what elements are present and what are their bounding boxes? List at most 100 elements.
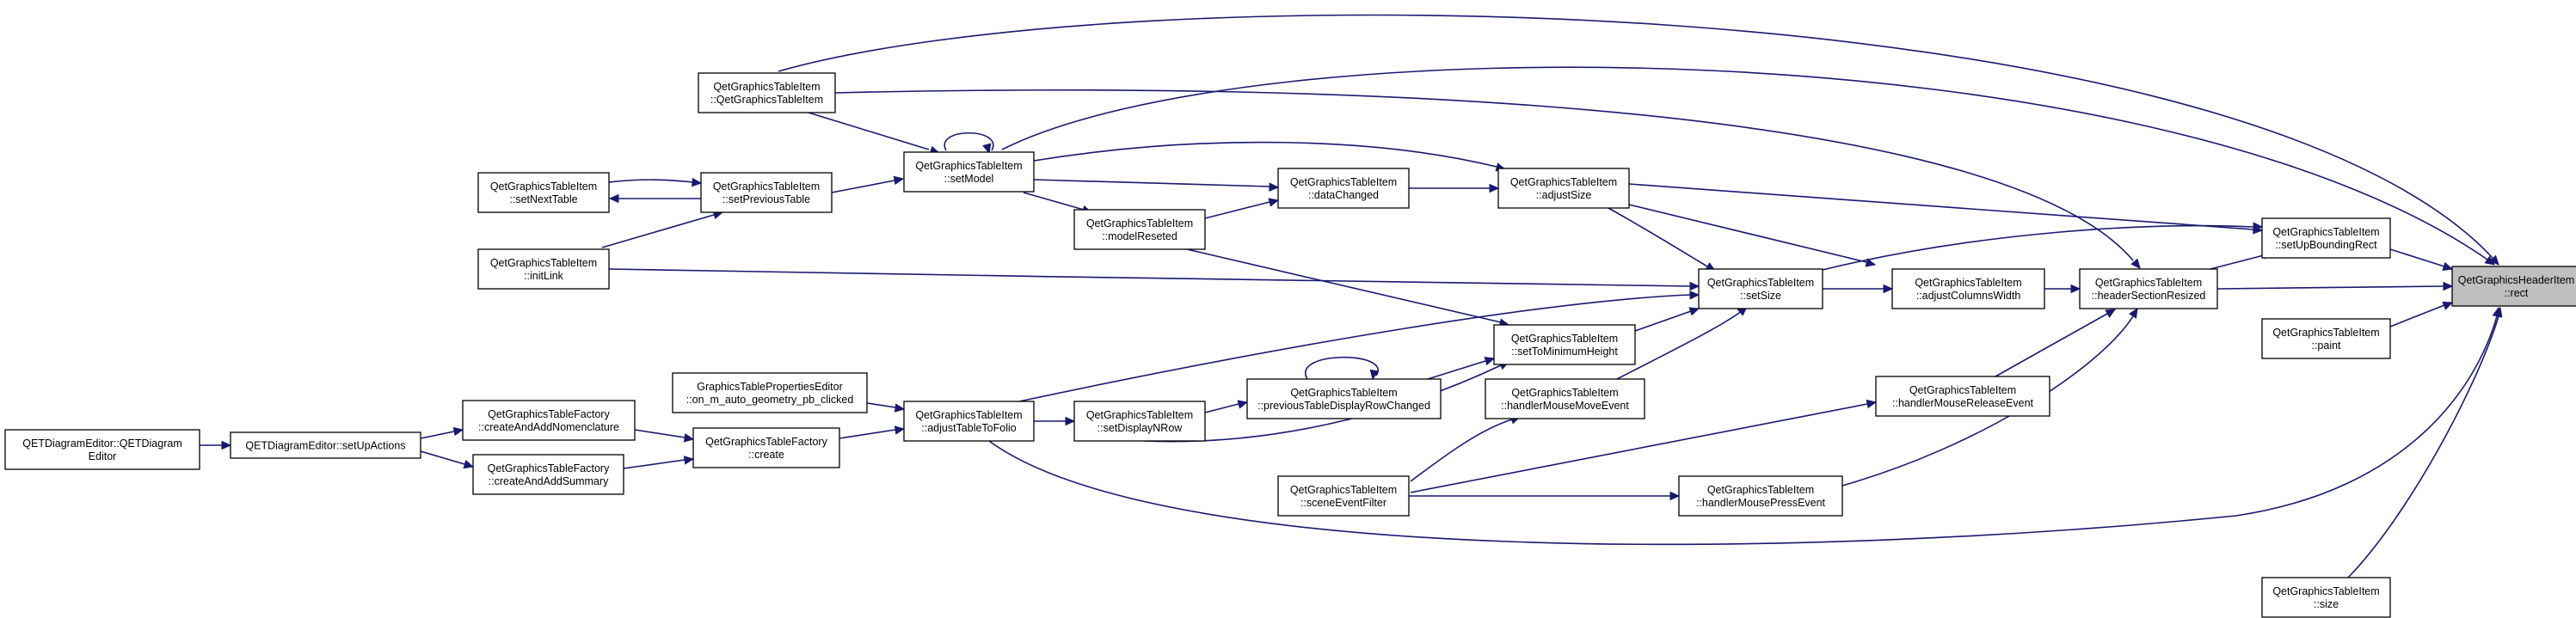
node-onAutoGeometry[interactable]: GraphicsTablePropertiesEditor::on_m_auto… [672,372,868,413]
arrowhead-icon [2128,307,2138,319]
arrowhead-icon [2070,284,2081,294]
node-box [4,429,200,470]
node-box [1891,268,2045,309]
node-adjustSize[interactable]: QetGraphicsTableItem::adjustSize [1497,168,1630,209]
arrowhead-icon [2442,261,2454,271]
edge-dataChanged-to-adjustSize [1409,183,1500,193]
node-label: QetGraphicsTableFactory [488,408,610,420]
node-box [230,431,421,459]
node-setNextTable[interactable]: QetGraphicsTableItem::setNextTable [477,172,610,213]
node-setDisplayNRow[interactable]: QetGraphicsTableItem::setDisplayNRow [1073,401,1206,442]
edge-setModel-to-setModel [944,132,994,155]
edge-line [866,402,896,408]
node-label: QetGraphicsTableItem [1086,217,1193,229]
node-setUpBoundingRect[interactable]: QetGraphicsTableItem::setUpBoundingRect [2261,217,2391,259]
arrowhead-icon [1484,357,1496,366]
edge-line [608,268,1691,287]
node-box [2261,577,2391,618]
arrowhead-icon [2492,306,2501,318]
node-createAndAddNomenclature[interactable]: QetGraphicsTableFactory::createAndAddNom… [462,400,636,441]
arrowhead-icon [894,403,906,413]
node-label: ::adjustSize [1536,189,1592,201]
node-headerSectionResized[interactable]: QetGraphicsTableItem::headerSectionResiz… [2079,268,2218,309]
arrowhead-icon [1883,284,1894,294]
node-label: QetGraphicsTableItem [713,81,820,93]
node-adjustColumnsWidth[interactable]: QetGraphicsTableItem::adjustColumnsWidth [1891,268,2045,309]
edge-adjustSize-to-adjustColumnsWidth [1628,204,1877,267]
node-modelReseted[interactable]: QetGraphicsTableItem::modelReseted [1073,209,1206,250]
node-dataChanged[interactable]: QetGraphicsTableItem::dataChanged [1277,168,1410,209]
node-label: QetGraphicsTableItem [1707,484,1814,496]
node-previousTableDisplayRowChanged[interactable]: QetGraphicsTableItem::previousTableDispl… [1246,378,1442,419]
node-label: QetGraphicsTableItem [490,257,597,269]
node-label: ::create [748,449,784,461]
node-box [1698,268,1823,309]
edge-line [834,89,2134,261]
node-label: ::setModel [944,173,994,185]
node-handlerMouseMoveEvent[interactable]: QetGraphicsTableItem::handlerMouseMoveEv… [1485,378,1645,419]
edge-onAutoGeometry-to-adjustTableToFolio [866,402,906,413]
edge-initLink-to-setPreviousTable [601,210,724,248]
edge-line [601,214,715,248]
node-label: QetGraphicsTableItem [1707,277,1814,289]
node-rect[interactable]: QetGraphicsHeaderItem::rect [2451,266,2576,307]
node-label: ::on_m_auto_geometry_pb_clicked [686,394,854,406]
node-factoryCreate[interactable]: QetGraphicsTableFactory::create [692,427,840,468]
edge-line [831,180,895,193]
edge-ctor-to-setModel [808,112,941,155]
node-adjustTableToFolio[interactable]: QetGraphicsTableItem::adjustTableToFolio [903,401,1035,442]
edge-line [1995,313,2108,377]
node-paint[interactable]: QetGraphicsTableItem::paint [2261,318,2391,359]
edge-setSize-to-adjustColumnsWidth [1823,284,1894,294]
edge-line [808,112,930,150]
node-label: ::modelReseted [1102,230,1177,242]
edge-setUpBoundingRect-to-rect [2389,248,2454,271]
node-label: QetGraphicsTableItem [1086,409,1193,421]
node-label: QetGraphicsTableItem [2272,585,2379,597]
node-sceneEventFilter[interactable]: QetGraphicsTableItem::sceneEventFilter [1277,475,1410,517]
node-setUpActions[interactable]: QETDiagramEditor::setUpActions [230,431,421,459]
node-createAndAddSummary[interactable]: QetGraphicsTableFactory::createAndAddSum… [472,454,624,495]
node-label: ::adjustColumnsWidth [1916,290,2021,302]
edge-line [1023,192,1085,211]
arrowhead-icon [1689,291,1700,300]
edge-adjustTableToFolio-to-setDisplayNRow [1034,416,1076,426]
node-box [672,372,868,413]
node-ctor[interactable]: QetGraphicsTableItem::QetGraphicsTableIt… [698,72,836,113]
edge-modelReseted-to-setToMinimumHeight [1186,248,1510,327]
edge-setModel-to-rect [1001,66,2495,266]
edge-line [944,132,994,151]
edge-previousTableDisplayRowChanged-to-setToMinimumHeight [1427,357,1496,380]
node-box [903,401,1035,442]
node-label: ::rect [2505,287,2529,299]
node-label: QetGraphicsTableItem [1290,387,1397,399]
edge-line [1186,248,1502,323]
node-label: ::handlerMouseMoveEvent [1501,400,1629,412]
node-label: ::dataChanged [1308,189,1379,201]
edge-line [1033,179,1270,187]
node-editorCtor[interactable]: QETDiagramEditor::QETDiagramEditor [4,429,200,470]
node-handlerMousePressEvent[interactable]: QetGraphicsTableItem::handlerMousePressE… [1678,475,1843,517]
node-setModel[interactable]: QetGraphicsTableItem::setModel [903,151,1035,193]
edge-handlerMouseMoveEvent-to-setSize [1616,306,1748,380]
node-label: ::size [2314,598,2339,610]
edge-line [1304,356,1380,380]
node-size[interactable]: QetGraphicsTableItem::size [2261,577,2391,618]
node-box [1485,378,1645,419]
node-label: QetGraphicsTableItem [2095,277,2202,289]
edge-setUpActions-to-createAndAddNomenclature [420,426,464,439]
edge-line [1204,201,1270,219]
node-label: QetGraphicsTableItem [2272,327,2379,339]
arrowhead-icon [1268,198,1280,207]
node-handlerMouseReleaseEvent[interactable]: QetGraphicsTableItem::handlerMouseReleas… [1875,376,2050,417]
node-setPreviousTable[interactable]: QetGraphicsTableItem::setPreviousTable [700,172,833,213]
node-setSize[interactable]: QetGraphicsTableItem::setSize [1698,268,1823,309]
node-label: ::headerSectionResized [2092,290,2206,302]
edge-setModel-to-adjustSize [1033,141,1507,172]
node-setToMinimumHeight[interactable]: QetGraphicsTableItem::setToMinimumHeight [1493,324,1636,365]
node-initLink[interactable]: QetGraphicsTableItem::initLink [477,248,610,290]
edge-sceneEventFilter-to-handlerMouseReleaseEvent [1410,399,1878,493]
edge-setUpActions-to-createAndAddSummary [420,450,475,469]
node-label: QetGraphicsTableItem [2272,226,2379,238]
